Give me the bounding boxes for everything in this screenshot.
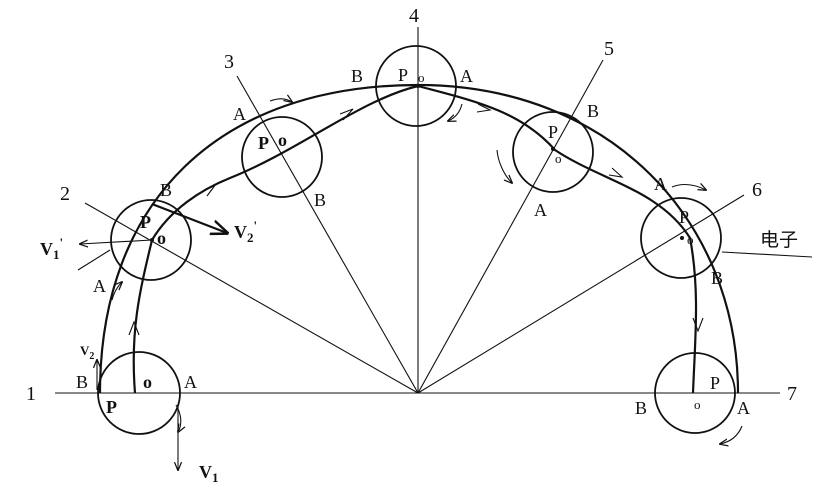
rotation-arrow	[448, 103, 463, 121]
label-A: A	[737, 398, 750, 418]
electron-incoming-line	[721, 251, 813, 258]
velocity-label-v1-prime: V1'	[40, 235, 63, 262]
label-B: B	[314, 190, 326, 210]
velocity-v1p-arrow	[80, 239, 153, 244]
label-A: A	[233, 104, 246, 124]
circle-pos-3	[241, 116, 323, 198]
point-o-5	[551, 147, 555, 151]
rotation-arrow	[269, 99, 292, 102]
label-B: B	[635, 398, 647, 418]
label-P: P	[710, 373, 720, 393]
label-B: B	[160, 180, 172, 200]
point-o-2	[150, 238, 154, 242]
label-P: P	[140, 212, 151, 232]
label-o: o	[157, 228, 166, 248]
rotation-arrow	[720, 425, 743, 444]
label-B: B	[76, 372, 88, 392]
velocity-v2p-arrow	[151, 202, 227, 233]
label-P: P	[679, 207, 689, 227]
label-A: A	[534, 200, 547, 220]
label-P: P	[258, 133, 269, 153]
point-o-6	[680, 236, 684, 240]
trajectory-arrow	[128, 320, 140, 336]
label-A: A	[93, 276, 106, 296]
ray-label-6: 6	[752, 179, 762, 201]
label-o: o	[418, 70, 425, 85]
label-A: A	[654, 174, 667, 194]
velocity-label-v2-prime: V2'	[234, 218, 257, 245]
circle-pos-2	[110, 199, 192, 281]
label-P: P	[398, 65, 408, 85]
circle-pos-4	[375, 45, 457, 127]
outer-arc	[98, 83, 740, 394]
circle-pos-1	[97, 351, 181, 435]
circle-pos-5	[512, 111, 594, 193]
rotation-arrow	[175, 404, 181, 432]
trajectory-arrow	[476, 103, 492, 113]
label-o: o	[694, 397, 701, 412]
ray-2	[84, 202, 419, 394]
label-P: P	[548, 122, 558, 142]
circle-pos-7	[654, 352, 736, 434]
label-B: B	[587, 101, 599, 121]
label-B: B	[351, 66, 363, 86]
trajectory-arrow	[339, 108, 354, 121]
label-B: B	[711, 268, 723, 288]
label-o: o	[278, 130, 287, 150]
ray-label-1: 1	[26, 383, 36, 405]
ray-5	[417, 59, 604, 394]
ray-label-5: 5	[604, 38, 614, 60]
ray-label-3: 3	[224, 51, 234, 73]
ray-label-2: 2	[60, 183, 70, 205]
velocity-v1p-tail	[77, 249, 111, 271]
label-A: A	[460, 66, 473, 86]
label-o: o	[687, 232, 694, 247]
label-o: o	[555, 151, 562, 166]
rotation-arrow	[671, 185, 706, 190]
rotation-arrow	[496, 149, 512, 183]
trajectory-arrow	[608, 167, 624, 178]
trajectory-arrow	[692, 317, 704, 333]
label-A: A	[184, 372, 197, 392]
electron-label: 电子	[760, 229, 798, 251]
label-P: P	[106, 397, 117, 417]
ray-6	[417, 194, 745, 394]
circle-pos-6	[640, 197, 722, 279]
electron-trajectory	[132, 84, 698, 394]
ray-label-4: 4	[409, 5, 419, 27]
velocity-label-v1: V1	[199, 462, 219, 485]
velocity-label-v2: V2	[80, 343, 94, 362]
rotation-arrow	[111, 282, 122, 301]
label-o: o	[143, 372, 152, 392]
trajectory-arrow	[204, 183, 217, 197]
ray-3	[236, 75, 419, 394]
ray-label-7: 7	[787, 383, 797, 405]
point-o-4	[416, 84, 420, 88]
